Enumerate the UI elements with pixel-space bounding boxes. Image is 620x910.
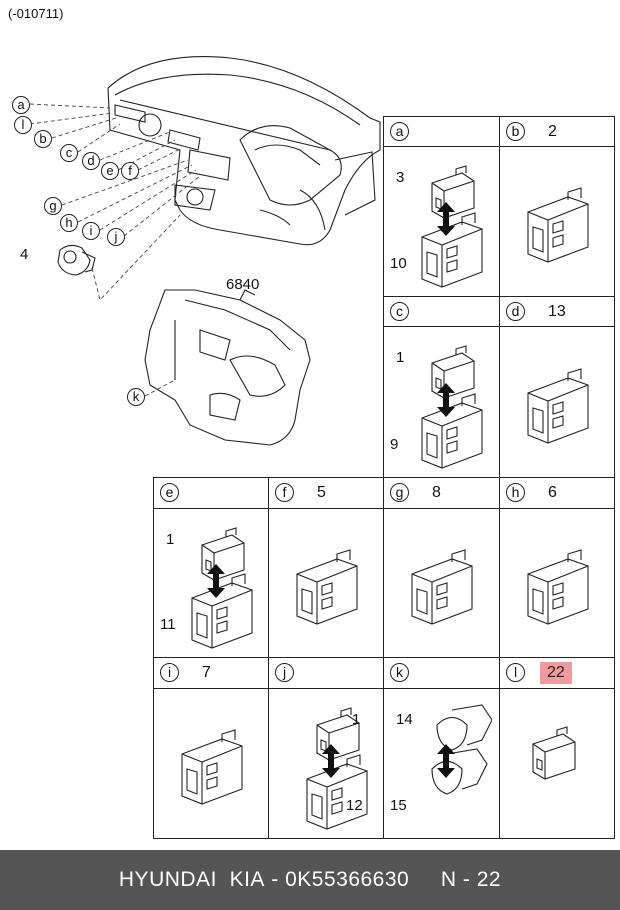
overview-label-e: e	[101, 162, 119, 180]
callout-upper: 1	[352, 711, 361, 728]
footer-part-number: 0K55366630	[285, 868, 410, 891]
switch-drawing	[531, 726, 576, 780]
trim-panel-outline	[144, 289, 311, 446]
panel-header-k: k	[383, 657, 500, 689]
panel-letter: a	[390, 122, 409, 141]
overview-part-4: 4	[20, 246, 29, 263]
double-arrow-icon	[437, 744, 455, 778]
overview-label-j: j	[107, 228, 125, 246]
callout-lower: 11	[160, 616, 176, 633]
overview-label-b: b	[34, 130, 52, 148]
callout-upper: 1	[396, 349, 405, 366]
overview-label-d: d	[82, 152, 100, 170]
double-arrow-icon	[321, 744, 340, 778]
panel-letter: b	[506, 122, 525, 141]
footer-sep: -	[264, 868, 286, 891]
panel-letter: l	[506, 663, 525, 682]
switch-drawing	[526, 548, 589, 625]
switch-drawing	[421, 212, 483, 288]
overview-label-g: g	[44, 197, 62, 215]
switch-drawing	[526, 187, 589, 263]
overview-label-f: f	[121, 162, 139, 180]
callout-upper: 3	[396, 169, 405, 186]
callout-upper: 1	[166, 531, 175, 548]
switch-drawing	[295, 548, 358, 625]
panel-body-k: 14 15	[383, 688, 500, 839]
panel-letter: e	[160, 483, 179, 502]
panel-header-l: l 22	[499, 657, 615, 689]
panel-part-number: 8	[432, 484, 441, 501]
panel-part-number: 6	[548, 484, 557, 501]
footer-gap	[409, 868, 441, 892]
panel-letter: j	[275, 663, 294, 682]
footer-bar: HYUNDAI KIA - 0K55366630 N - 22	[0, 850, 620, 910]
panel-body-b	[499, 146, 615, 297]
panel-header-e: e	[153, 477, 269, 509]
double-arrow-icon	[437, 202, 455, 236]
panel-part-number: 2	[548, 123, 557, 140]
panel-header-c: c	[383, 296, 500, 327]
panel-letter: i	[160, 663, 179, 682]
panel-body-i	[153, 688, 269, 839]
switch-drawing	[411, 548, 473, 625]
callout-lower: 10	[390, 255, 407, 272]
panel-part-number: 7	[202, 664, 211, 681]
panel-body-d	[499, 326, 615, 478]
panel-letter: c	[390, 302, 409, 321]
diagram-code: (-010711)	[8, 6, 64, 21]
double-arrow-icon	[206, 563, 225, 598]
overview-label-c: c	[60, 144, 78, 162]
panel-part-number: 13	[548, 303, 566, 320]
callout-lower: 9	[390, 436, 399, 453]
panel-body-j: 1 12	[268, 688, 384, 839]
switch-drawing	[180, 729, 243, 805]
footer-brand: HYUNDAI KIA	[118, 868, 265, 891]
callout-upper: 14	[396, 711, 413, 728]
panel-body-h	[499, 508, 615, 658]
panel-body-a: 3 10	[383, 146, 500, 297]
overview-label-i: i	[82, 222, 100, 240]
overview-label-l: l	[14, 116, 32, 134]
overview-part-6840: 6840	[226, 276, 260, 293]
panel-letter: h	[506, 483, 525, 502]
switch-drawing	[190, 573, 253, 649]
panel-header-d: d 13	[499, 296, 615, 327]
panel-part-number: 5	[317, 484, 326, 501]
callout-lower: 15	[390, 797, 407, 814]
panel-letter: d	[506, 302, 525, 321]
panel-letter: k	[390, 663, 409, 682]
panel-header-j: j	[268, 657, 384, 689]
switch-drawing	[431, 345, 475, 399]
switch-4-drawing	[57, 244, 91, 276]
overview-label-k: k	[127, 388, 145, 406]
switch-drawing	[526, 367, 589, 444]
switch-drawing	[421, 393, 483, 469]
overview-label-h: h	[60, 214, 78, 232]
panel-letter: f	[275, 483, 294, 502]
overview-label-a: a	[12, 96, 30, 114]
switch-drawing	[436, 704, 492, 751]
panel-body-f	[268, 508, 384, 658]
panel-header-a: a	[383, 116, 500, 147]
double-arrow-icon	[437, 382, 455, 417]
footer-ref: N - 22	[440, 868, 502, 891]
switch-drawing	[305, 754, 368, 830]
panel-part-number: 22	[540, 662, 572, 684]
callout-lower: 12	[346, 797, 363, 814]
panel-body-g	[383, 508, 500, 658]
panel-letter: g	[390, 483, 409, 502]
panel-body-l	[499, 688, 615, 839]
